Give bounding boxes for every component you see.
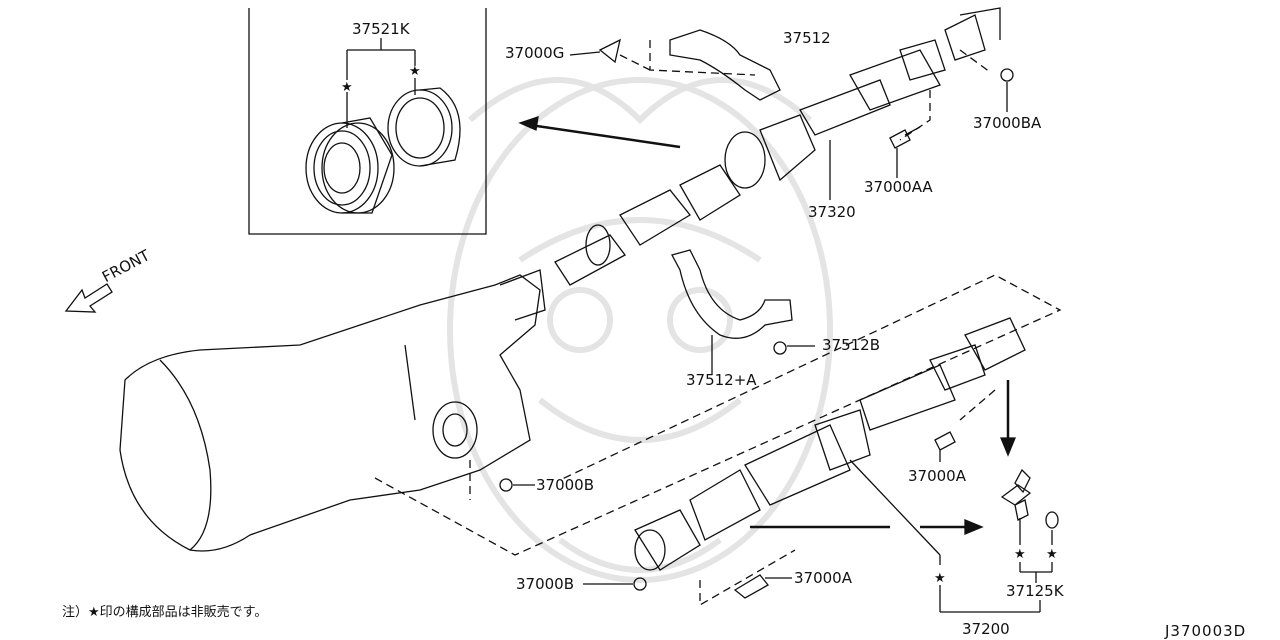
part-label-37000a-right[interactable]: 37000A: [908, 467, 966, 485]
watermark-emblem: [447, 77, 833, 583]
part-label-37200[interactable]: 37200: [962, 620, 1010, 638]
front-propeller-shaft: [634, 317, 1026, 571]
front-arrow-icon: [64, 283, 113, 313]
part-label-37512b[interactable]: 37512B: [822, 336, 881, 354]
part-label-37512[interactable]: 37512: [783, 29, 831, 47]
part-label-37521k[interactable]: 37521K: [352, 20, 410, 38]
part-label-37320[interactable]: 37320: [808, 203, 856, 221]
star-mark: ★: [409, 64, 421, 79]
part-label-37512a[interactable]: 37512+A: [686, 371, 757, 389]
rear-propeller-shaft: [554, 7, 1001, 286]
diagram-code: J370003D: [1165, 622, 1247, 640]
non-sale-stars: ★ ★ ★ ★ ★: [341, 64, 1058, 586]
part-label-37000g[interactable]: 37000G: [505, 44, 565, 62]
inset-frame: [248, 8, 487, 235]
part-label-37125k[interactable]: 37125K: [1006, 582, 1064, 600]
transmission-housing: [119, 269, 546, 552]
footnote: 注）★印の構成部品は非販売です。: [62, 605, 268, 620]
star-mark: ★: [1014, 547, 1026, 562]
part-label-37000ba[interactable]: 37000BA: [973, 114, 1042, 132]
center-bearing-bracket-upper: [669, 29, 781, 101]
star-mark: ★: [1046, 547, 1058, 562]
center-bearing-bracket-lower: [671, 249, 793, 339]
star-mark: ★: [341, 80, 353, 95]
part-label-37000b-mid[interactable]: 37000B: [536, 476, 595, 494]
part-label-37000a-bottom[interactable]: 37000A: [794, 569, 852, 587]
star-mark: ★: [934, 571, 946, 586]
part-label-37000aa[interactable]: 37000AA: [864, 178, 933, 196]
dashed-leaders: [374, 40, 1062, 607]
bolt-part: [889, 126, 921, 149]
universal-joint-part: [1000, 468, 1059, 529]
center-bearing-part: [305, 117, 395, 214]
bearing-ring-part: [387, 87, 461, 167]
part-label-37000b-bottom[interactable]: 37000B: [516, 575, 575, 593]
